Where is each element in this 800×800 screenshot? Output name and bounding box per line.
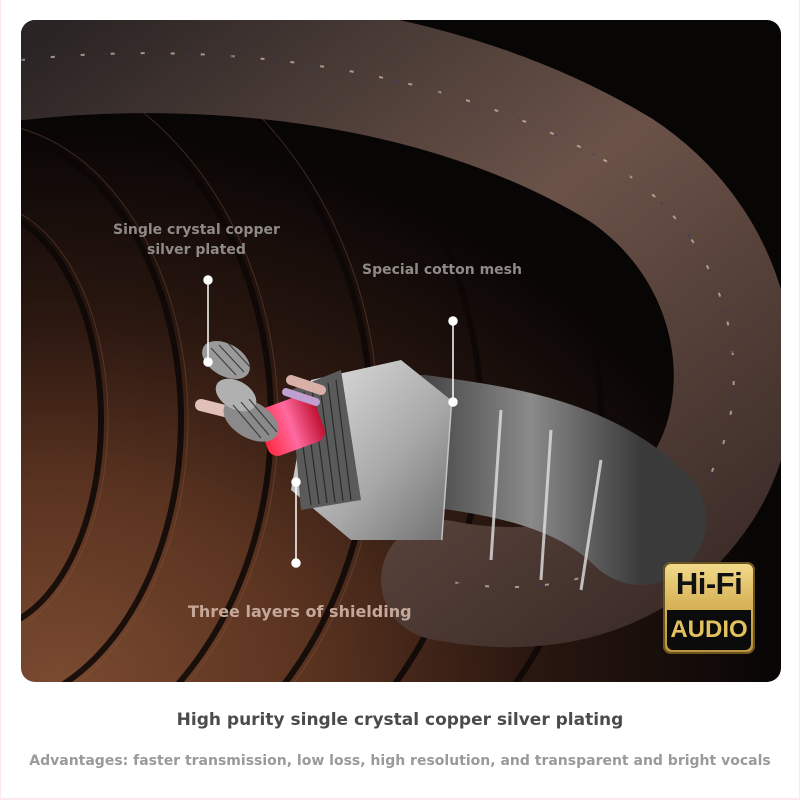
callout-lines (203, 275, 458, 568)
callout-shielding-label: Three layers of shielding (188, 602, 412, 621)
badge-hifi-text: Hi-Fi (675, 566, 743, 601)
caption-subtitle: Advantages: faster transmission, low los… (29, 753, 771, 769)
callout-conductor-line2: silver plated (147, 242, 246, 258)
hifi-audio-badge: Hi-Fi AUDIO (663, 562, 755, 654)
badge-audio-text: AUDIO (667, 610, 751, 650)
callout-conductor-line1: Single crystal copper (113, 222, 280, 238)
callout-mesh-label: Special cotton mesh (362, 262, 522, 278)
caption-title: High purity single crystal copper silver… (176, 710, 624, 730)
product-hero-image: Single crystal copper silver plated Spec… (21, 20, 781, 682)
cable-illustration (21, 20, 781, 682)
callout-conductor-label: Single crystal copper silver plated (113, 220, 280, 260)
